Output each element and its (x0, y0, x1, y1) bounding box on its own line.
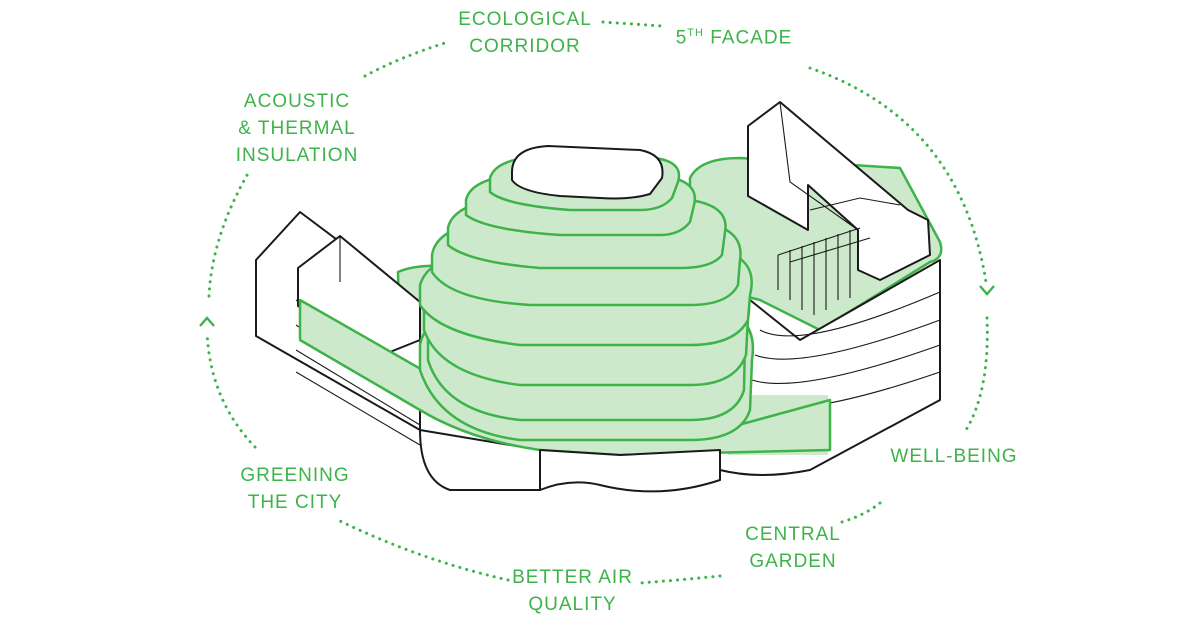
label-acoustic-thermal-line-3: INSULATION (235, 145, 359, 166)
benefit-cycle (199, 20, 995, 585)
cycle-arc-right (964, 316, 989, 432)
label-ecological-corridor-line-1: ECOLOGICAL (458, 9, 592, 30)
label-fifth-facade-superscript: TH (687, 27, 704, 39)
pergola (777, 227, 871, 315)
label-well-being: WELL-BEING (884, 443, 1024, 470)
label-better-air-line-2: QUALITY (528, 594, 617, 615)
label-central-garden-line-2: GARDEN (749, 551, 837, 572)
label-acoustic-thermal-line-2: & THERMAL (238, 118, 356, 139)
gable-house-right (747, 101, 931, 281)
arrow-up-icon (199, 316, 215, 327)
label-central-garden: CENTRAL GARDEN (728, 521, 858, 575)
arrow-down-icon (979, 285, 995, 296)
cycle-arc-top-left (363, 40, 450, 78)
label-acoustic-thermal: ACOUSTIC & THERMAL INSULATION (232, 88, 362, 169)
terraced-tower (418, 145, 755, 442)
label-ecological-corridor-line-2: CORRIDOR (469, 36, 581, 57)
podium-base (539, 449, 721, 493)
label-better-air: BETTER AIR QUALITY (500, 564, 645, 618)
label-greening-city-line-1: GREENING (240, 465, 350, 486)
label-greening-city: GREENING THE CITY (230, 462, 360, 516)
label-central-garden-line-1: CENTRAL (745, 524, 841, 545)
label-fifth-facade: 5TH FACADE (672, 20, 796, 51)
cycle-arc-left-lower (205, 330, 257, 449)
label-acoustic-thermal-line-1: ACOUSTIC (243, 91, 351, 112)
label-better-air-line-1: BETTER AIR (512, 567, 633, 588)
cycle-arc-bottom (336, 518, 510, 582)
label-ecological-corridor: ECOLOGICAL CORRIDOR (455, 6, 595, 60)
label-greening-city-line-2: THE CITY (247, 492, 343, 513)
cycle-arc-top (601, 20, 664, 28)
label-well-being-text: WELL-BEING (890, 446, 1018, 467)
cycle-arc-left (207, 168, 252, 298)
building (255, 101, 943, 493)
label-fifth-facade-text: FACADE (710, 27, 793, 49)
cycle-arc-bottom-right (638, 574, 722, 585)
tower-top-volume (511, 145, 664, 200)
cycle-arc-lower-right (840, 501, 882, 524)
label-fifth-facade-number: 5 (675, 27, 688, 49)
